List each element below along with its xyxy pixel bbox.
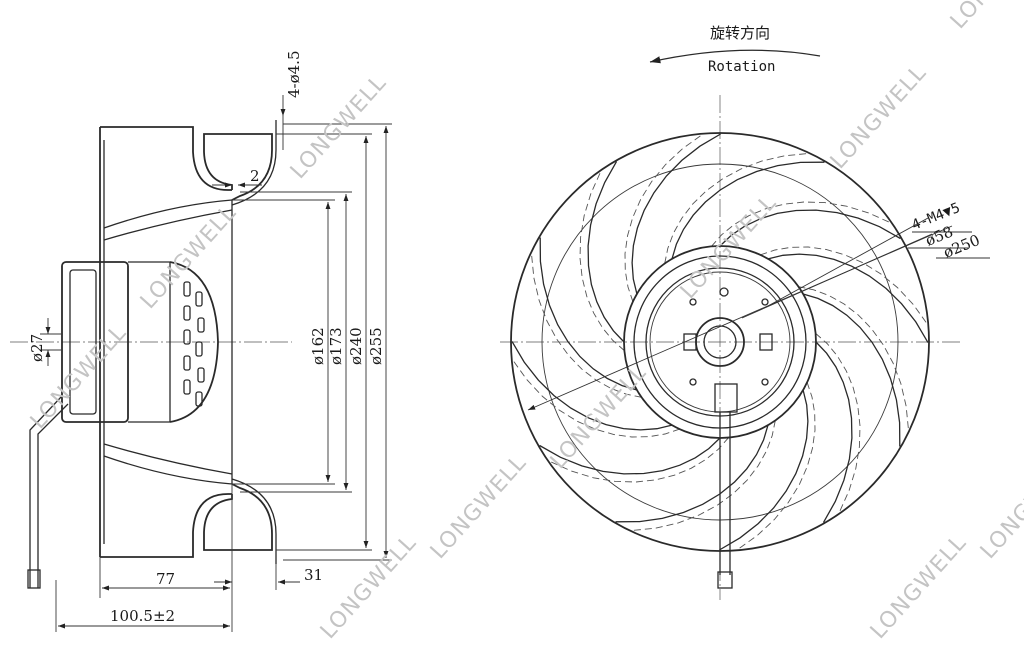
dim-overall-depth: 100.5±2 [110, 607, 175, 625]
dim-d162: ø162 [309, 327, 327, 365]
svg-text:LONGWELL: LONGWELL [826, 60, 932, 174]
motor-cable [29, 395, 69, 588]
rotation-arrow [649, 49, 821, 64]
svg-text:LONGWELL: LONGWELL [866, 530, 972, 644]
inlet-ring-top [100, 126, 232, 191]
side-view: 4-ø4.5 2 ø162 ø173 ø240 ø255 ø27 [10, 51, 392, 632]
impeller-blade [539, 237, 638, 391]
impeller-blade-hidden-edge [624, 134, 703, 302]
inlet-ring-bottom [100, 493, 232, 558]
impeller-blade-hidden-edge [664, 153, 808, 264]
impeller-blade [815, 341, 853, 523]
impeller-blade-hidden-edge [815, 333, 861, 513]
watermarks: LONGWELL LONGWELL LONGWELL LONGWELL LONG… [26, 0, 1024, 644]
front-view: 4-M4▼5 ø58 ø250 旋转方向 Rotation [500, 24, 990, 600]
impeller-blade [719, 209, 901, 247]
impeller-blade-hidden-edge [760, 246, 928, 325]
mounting-holes [689, 287, 769, 386]
impeller-blade-hidden-edge [632, 420, 776, 531]
impeller-blade [631, 133, 721, 295]
impeller-blade [802, 293, 901, 447]
motor-dome [169, 261, 219, 423]
impeller-blade [539, 437, 721, 475]
svg-text:LONGWELL: LONGWELL [316, 530, 422, 644]
svg-text:LONGWELL: LONGWELL [676, 190, 782, 304]
impeller-blade-hidden-edge [531, 254, 642, 398]
impeller-blade-hidden-edge [737, 382, 816, 550]
hub-tab-right [759, 333, 773, 351]
svg-text:LONGWELL: LONGWELL [546, 360, 652, 474]
impeller-blades [511, 133, 929, 551]
blade-profile-bottom [103, 443, 233, 485]
dim-d255: ø255 [367, 327, 385, 365]
cable-gland [714, 383, 738, 413]
impeller-blade-hidden-edge [579, 171, 625, 351]
impeller-blade [587, 161, 625, 343]
impeller-blade-hidden-edge [549, 437, 729, 483]
svg-text:LONGWELL: LONGWELL [136, 200, 242, 314]
rotation-label-cn: 旋转方向 [710, 24, 770, 42]
impeller-blade-hidden-edge [711, 201, 891, 247]
impeller-blade [719, 389, 809, 551]
impeller-blade-hidden-edge [512, 359, 680, 438]
impeller-blade-hidden-edge [798, 286, 909, 430]
blade-profile-top [103, 199, 233, 241]
dim-bolt-holes: 4-ø4.5 [285, 51, 303, 99]
front-cable [719, 412, 731, 575]
impeller-blade [671, 161, 825, 260]
impeller-blade [511, 341, 673, 431]
dim-hub: ø27 [28, 334, 46, 362]
rotation-label-en: Rotation [708, 59, 775, 75]
dim-depth-77: 77 [156, 570, 175, 588]
motor-body [61, 261, 129, 423]
motor-vent-slots [183, 281, 205, 407]
dim-depth-31: 31 [304, 566, 323, 584]
dim-d173: ø173 [327, 327, 345, 365]
svg-text:LONGWELL: LONGWELL [946, 0, 1024, 34]
svg-text:LONGWELL: LONGWELL [976, 450, 1024, 564]
dim-d240: ø240 [347, 327, 365, 365]
impeller-blade [767, 253, 929, 343]
svg-text:LONGWELL: LONGWELL [426, 450, 532, 564]
dim-gap: 2 [250, 167, 260, 185]
